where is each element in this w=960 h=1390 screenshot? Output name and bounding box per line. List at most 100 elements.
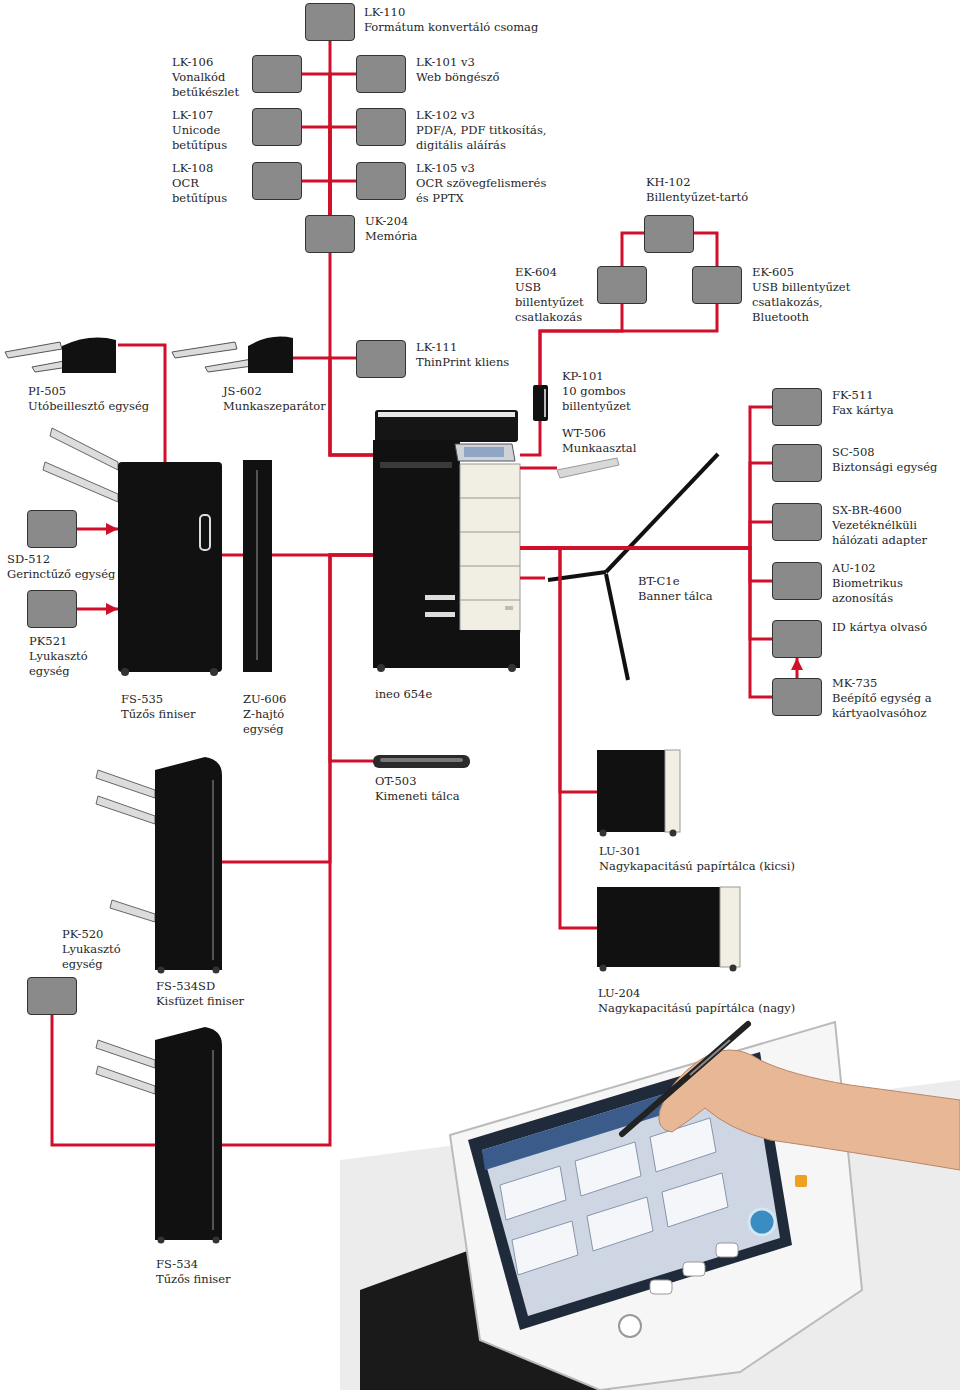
part-description: Z-hajtó egység [243, 707, 301, 737]
connector-line [796, 658, 799, 678]
screen-tile [662, 1173, 728, 1227]
option-label: ZU-606Z-hajtó egység [242, 692, 302, 737]
part-description: Memória [365, 229, 417, 244]
number-key [683, 1262, 705, 1276]
part-code: OT-503 [375, 774, 460, 789]
part-description: Vonalkód betűkészlet [172, 70, 250, 100]
option-label: PK521Lyukasztó egység [28, 634, 100, 679]
option-label: JS-602Munkaszeparátor [222, 384, 327, 414]
screen-tile [650, 1118, 716, 1172]
part-description: Nagykapacitású papírtálca (kicsi) [599, 859, 795, 874]
connector-line [330, 181, 356, 215]
drawer-handle [425, 595, 455, 600]
connector-line [622, 233, 644, 266]
connector-line [52, 1015, 155, 1145]
part-description: 10 gombos billentyűzet [562, 384, 637, 414]
finisher-tray [96, 1040, 155, 1068]
part-description: OCR szövegfelismerés és PPTX [416, 176, 561, 206]
part-description: ThinPrint kliens [416, 355, 509, 370]
part-code: EK-604 [515, 265, 595, 280]
part-code: LK-111 [416, 340, 509, 355]
option-box: PK-520Lyukasztó egység [27, 977, 77, 1015]
part-code: LK-108 [172, 161, 250, 176]
option-box: LK-106Vonalkód betűkészlet [252, 55, 302, 93]
part-code: LK-105 v3 [416, 161, 561, 176]
part-code: LK-106 [172, 55, 250, 70]
option-label: AU-102Biometrikus azonosítás [831, 561, 943, 606]
connector-line [520, 548, 597, 928]
part-description: Formátum konvertáló csomag [364, 20, 538, 35]
connector-line [222, 555, 373, 1145]
option-label: WT-506Munkaasztal [561, 426, 637, 456]
keypad-edge [544, 389, 546, 417]
device-area: LU-204Nagykapacitású papírtálca (nagy) [597, 887, 740, 970]
device-area: OT-503Kimeneti tálca [373, 755, 470, 768]
inserter-body [62, 338, 116, 373]
part-code: KP-101 [562, 369, 637, 384]
part-description: PDF/A, PDF titkosítás, digitális aláírás [416, 123, 576, 153]
part-description: Unicode betűtípus [172, 123, 250, 153]
option-label: BT-C1eBanner tálca [637, 574, 714, 604]
part-description: Nagykapacitású papírtálca (nagy) [598, 1001, 795, 1016]
part-description: Lyukasztó egység [62, 942, 132, 972]
option-label: LK-101 v3Web böngésző [415, 55, 500, 85]
device-area: PI-505Utóbeillesztő egység [3, 333, 118, 373]
finisher-tray [96, 1066, 155, 1094]
separator-body [248, 337, 293, 373]
part-description: USB billentyűzet csatlakozás [515, 280, 595, 325]
device-area: FS-534SDKisfüzet finiser [155, 757, 222, 970]
screen-tile [575, 1142, 641, 1196]
device-area: FS-534Tűzős finiser [155, 1027, 222, 1240]
option-label: KH-102Billentyűzet-tartó [645, 175, 749, 205]
number-key [650, 1280, 672, 1294]
part-code: FK-511 [832, 388, 894, 403]
paper-tray-body [597, 750, 665, 832]
connector-line [330, 127, 356, 215]
option-label: LK-110Formátum konvertáló csomag [363, 5, 539, 35]
banner-tray [606, 454, 718, 572]
option-label: EK-605USB billentyűzet csatlakozás, Blue… [751, 265, 865, 325]
part-code: FS-534SD [156, 979, 244, 994]
option-label: MK-735Beépítő egység a kártyaolvasóhoz [831, 676, 951, 721]
part-description: Banner tálca [638, 589, 713, 604]
wheel [210, 668, 218, 676]
part-code: ZU-606 [243, 692, 301, 707]
finisher-tray [50, 428, 118, 470]
printer-body [373, 440, 460, 632]
output-slot [380, 462, 452, 468]
stylus-highlight [690, 1040, 730, 1075]
option-label: KP-10110 gombos billentyűzet [561, 369, 638, 414]
option-box: MK-735Beépítő egység a kártyaolvasóhoz [772, 678, 822, 716]
z-fold-seam [256, 470, 258, 660]
option-label: OT-503Kimeneti tálca [374, 774, 461, 804]
option-box: SX-BR-4600Vezetéknélküli hálózati adapte… [772, 503, 822, 541]
part-description: Vezetéknélküli hálózati adapter [832, 518, 952, 548]
part-description: Munkaszeparátor [223, 399, 326, 414]
option-label: ID kártya olvasó [831, 620, 928, 635]
wheel [158, 967, 165, 974]
connector-line [520, 522, 772, 548]
number-key [716, 1243, 738, 1257]
part-code: UK-204 [365, 214, 417, 229]
option-label: FS-534SDKisfüzet finiser [155, 979, 245, 1009]
start-button [749, 1209, 775, 1235]
option-box: LK-102 v3PDF/A, PDF titkosítás, digitáli… [356, 108, 406, 146]
option-box: LK-101 v3Web böngésző [356, 55, 406, 93]
part-description: USB billentyűzet csatlakozás, Bluetooth [752, 280, 864, 325]
wheel [158, 1237, 165, 1244]
part-description: Kisfüzet finiser [156, 994, 244, 1009]
control-panel [455, 444, 515, 461]
option-label: SC-508Biztonsági egység [831, 445, 938, 475]
part-description: Fax kártya [832, 403, 894, 418]
part-description: Kimeneti tálca [375, 789, 460, 804]
paper-tray-side [665, 750, 680, 832]
part-code: PK521 [29, 634, 99, 649]
connector-line [77, 608, 118, 611]
part-code: FS-534 [156, 1257, 231, 1272]
part-code: LU-204 [598, 986, 795, 1001]
finisher-body [155, 1027, 222, 1240]
finisher-seam [212, 1050, 214, 1230]
device-area: WT-506Munkaasztal [557, 458, 617, 478]
device-area: JS-602Munkaszeparátor [170, 333, 293, 373]
keypad [533, 385, 548, 421]
